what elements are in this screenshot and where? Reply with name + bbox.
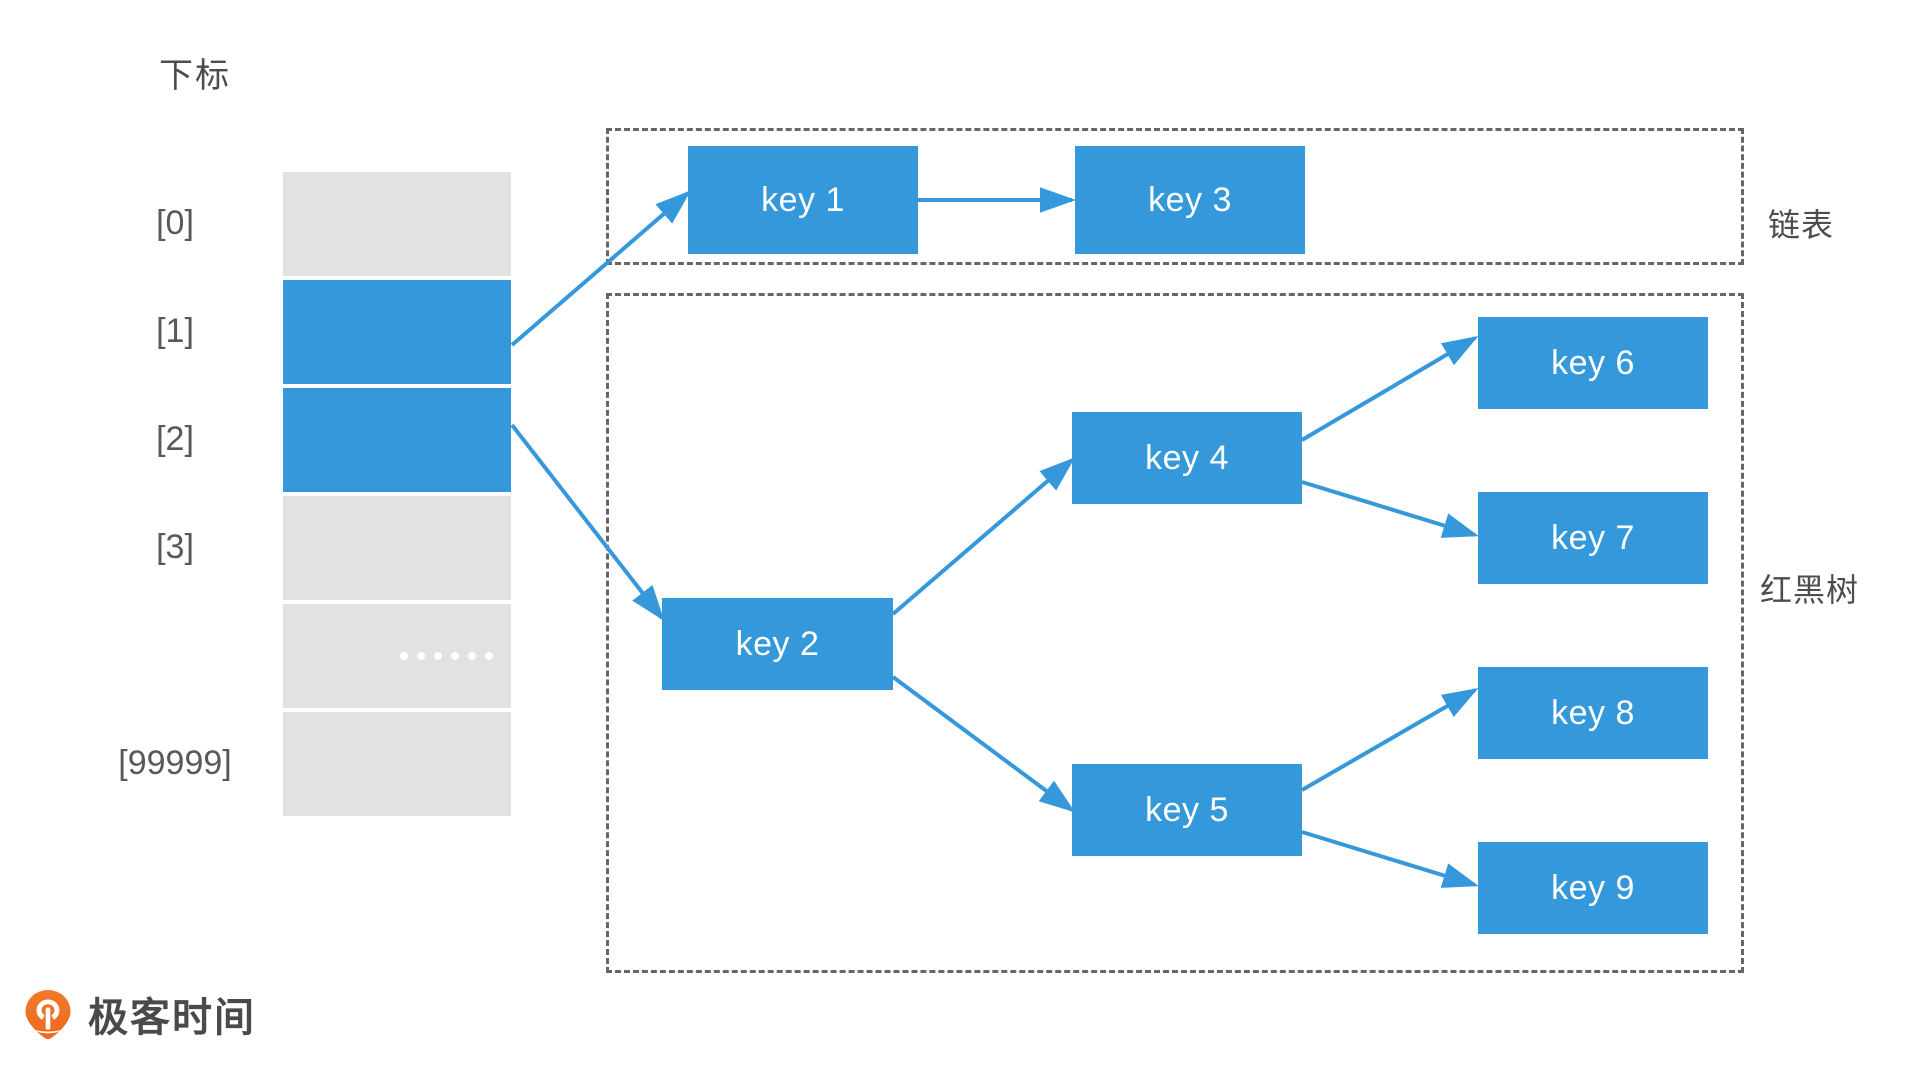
group-label-linked-list: 链表 [1768, 207, 1835, 243]
brand-logo: 极客时间 [22, 985, 256, 1043]
node-key-2[interactable]: key 2 [662, 598, 893, 690]
index-label-0: [0] [156, 204, 194, 242]
array-cell-0[interactable] [283, 172, 511, 276]
node-key-7[interactable]: key 7 [1478, 492, 1708, 584]
geektime-pin-icon [22, 988, 74, 1040]
array-cell-2[interactable] [283, 388, 511, 492]
brand-name: 极客时间 [88, 996, 256, 1040]
index-label-2: [2] [156, 420, 194, 458]
column-header-index: 下标 [159, 57, 231, 95]
index-label-1: [1] [156, 312, 194, 350]
node-key-4[interactable]: key 4 [1072, 412, 1302, 504]
array-cell-99999[interactable] [283, 712, 511, 816]
array-cell-ellipsis[interactable] [283, 604, 511, 708]
ellipsis-dots-icon [400, 652, 493, 660]
index-label-99999: [99999] [118, 744, 232, 782]
index-label-3: [3] [156, 528, 194, 566]
array-cell-1[interactable] [283, 280, 511, 384]
node-key-9[interactable]: key 9 [1478, 842, 1708, 934]
node-key-8[interactable]: key 8 [1478, 667, 1708, 759]
node-key-1[interactable]: key 1 [688, 146, 918, 254]
node-key-6[interactable]: key 6 [1478, 317, 1708, 409]
group-box-red-black-tree [606, 293, 1744, 973]
group-label-red-black-tree: 红黑树 [1760, 572, 1860, 608]
node-key-3[interactable]: key 3 [1075, 146, 1305, 254]
node-key-5[interactable]: key 5 [1072, 764, 1302, 856]
array-cell-3[interactable] [283, 496, 511, 600]
